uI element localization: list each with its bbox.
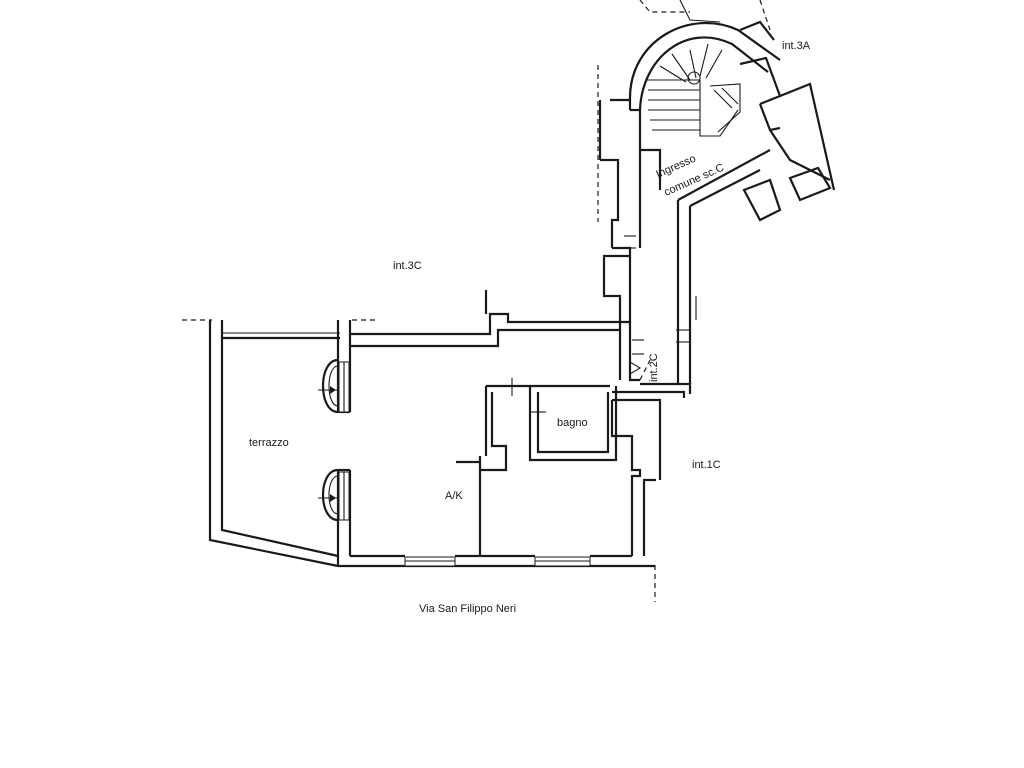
label-int-3a: int.3A [782, 40, 811, 52]
neighbour-boundaries [182, 0, 771, 602]
label-int-3c: int.3C [393, 260, 422, 272]
label-int-1c: int.1C [692, 459, 721, 471]
label-street: Via San Filippo Neri [419, 603, 516, 615]
label-int-2c: int.2C [648, 353, 660, 382]
terrace-walls [208, 320, 340, 568]
terrace-doors [318, 358, 339, 522]
door-marks [511, 235, 690, 413]
landing-walls [676, 149, 771, 384]
windows [338, 361, 591, 567]
stairwell [598, 0, 836, 222]
apartment-walls [336, 98, 692, 568]
interior-walls [456, 384, 618, 556]
label-ak: A/K [445, 490, 463, 502]
label-bagno: bagno [557, 417, 588, 429]
label-terrazzo: terrazzo [249, 437, 289, 449]
